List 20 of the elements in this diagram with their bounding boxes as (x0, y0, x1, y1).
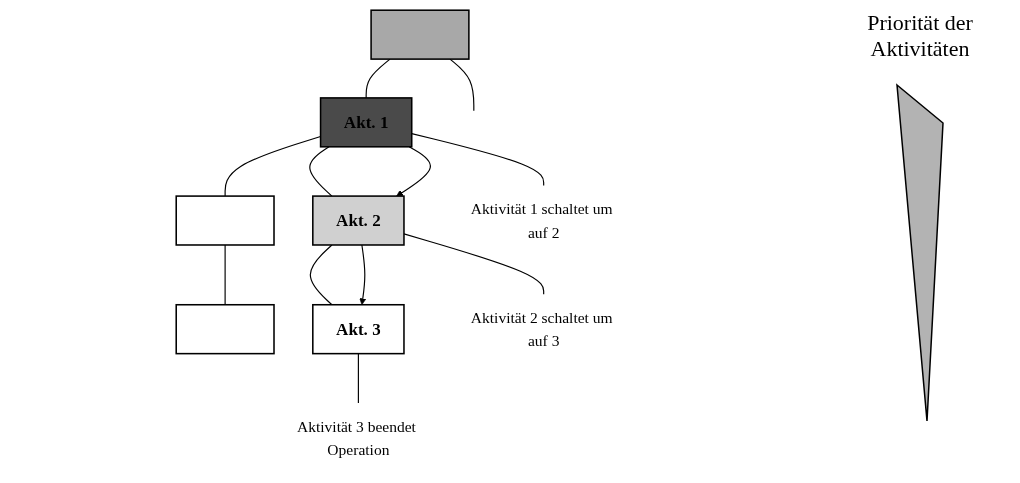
connector (224, 244, 226, 306)
connector (403, 233, 544, 295)
node-box (175, 195, 275, 246)
node-text: Aktivität 2 schaltet um auf 3 (470, 309, 613, 350)
arrow (359, 244, 366, 306)
node-box: Akt. 2 (311, 195, 405, 246)
connector (365, 58, 391, 99)
node-box (175, 303, 275, 355)
node-box: Akt. 3 (311, 303, 405, 355)
axis-label: Priorität der Aktivitäten (866, 10, 974, 63)
node-text: Aktivität 1 schaltet um auf 2 (470, 200, 613, 241)
node-box (369, 9, 470, 60)
node-text: Aktivität 3 beendet Operation (296, 417, 416, 459)
connector (224, 135, 321, 197)
connector (357, 353, 359, 404)
arrow (395, 146, 431, 197)
connector (309, 244, 333, 306)
connector (308, 146, 333, 197)
node-box: Akt. 1 (319, 97, 413, 148)
connector (449, 58, 474, 112)
